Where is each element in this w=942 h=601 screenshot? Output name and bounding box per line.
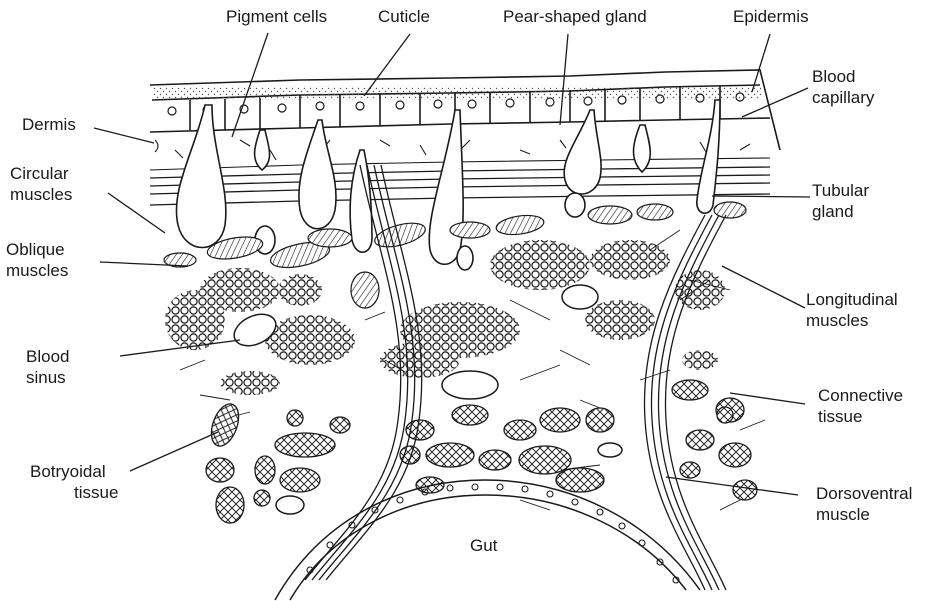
label-dermis: Dermis xyxy=(22,114,76,135)
leader-lines xyxy=(94,33,810,495)
label-botryoidal-tissue: Botryoidal tissue xyxy=(30,461,118,503)
label-dorsoventral-muscle: Dorsoventral muscle xyxy=(816,483,912,525)
label-blood-capillary: Blood capillary xyxy=(812,66,874,108)
label-epidermis: Epidermis xyxy=(733,6,809,27)
label-pear-shaped-gland: Pear-shaped gland xyxy=(503,6,647,27)
label-gut: Gut xyxy=(470,535,497,556)
label-longitudinal-muscles: Longitudinal muscles xyxy=(806,289,898,331)
label-cuticle: Cuticle xyxy=(378,6,430,27)
label-blood-sinus: Blood sinus xyxy=(26,346,69,388)
label-tubular-gland: Tubular gland xyxy=(812,180,869,222)
label-pigment-cells: Pigment cells xyxy=(226,6,327,27)
epidermis-layer xyxy=(150,70,780,150)
label-connective-tissue: Connective tissue xyxy=(818,385,903,427)
label-circular-muscles: Circular muscles xyxy=(10,163,72,205)
label-oblique-muscles: Oblique muscles xyxy=(6,239,68,281)
